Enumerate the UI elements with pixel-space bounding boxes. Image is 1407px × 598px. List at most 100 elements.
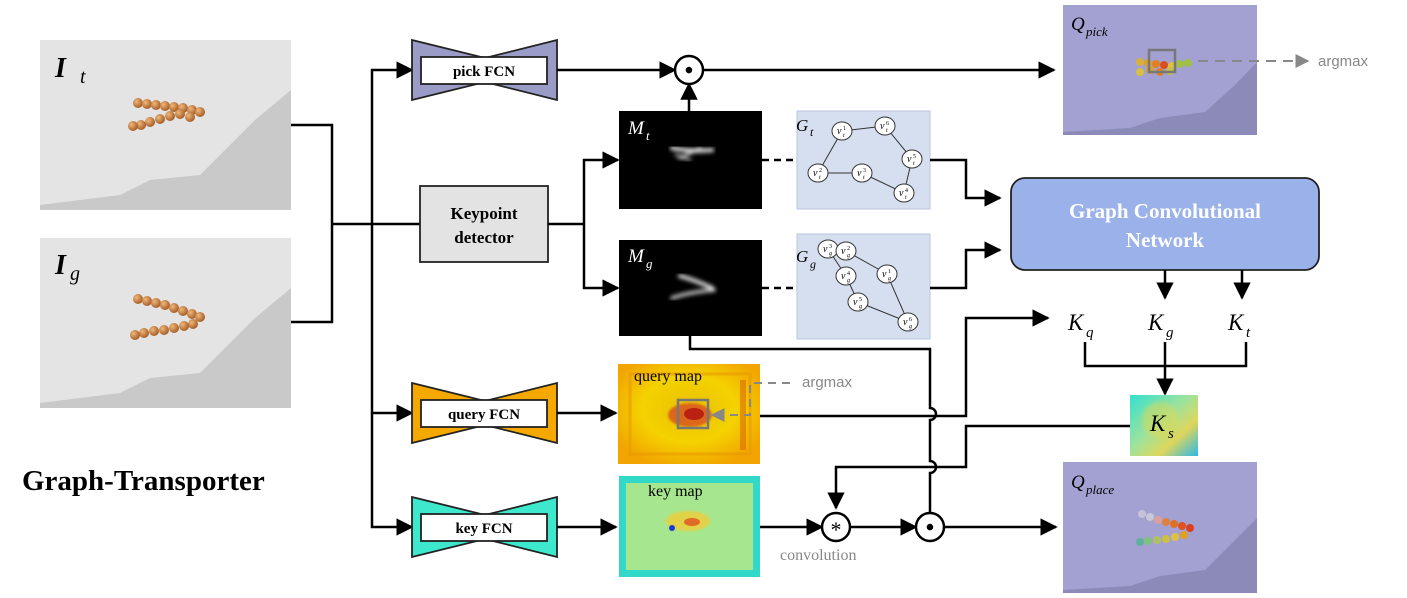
gt-node-sup: 1 (843, 126, 846, 132)
kt-label: K (1227, 310, 1245, 335)
kq-subscript: q (1086, 325, 1094, 341)
kg-subscript: g (1166, 325, 1174, 341)
gt-node-base: v (880, 121, 885, 132)
q-pick-label: Q (1071, 14, 1085, 35)
kernel-kg: K g (1147, 310, 1174, 341)
q-place-label: Q (1071, 472, 1085, 493)
gt-node-sub: t (905, 195, 907, 201)
mg-heatmap: M g (619, 240, 762, 336)
gcn-block: Graph Convolutional Network (1010, 177, 1320, 271)
gcn-output-connectors (1156, 270, 1251, 300)
conv-op: * convolution (780, 511, 856, 564)
gg-label: G (796, 247, 808, 266)
goal-image-subscript: g (70, 263, 80, 285)
gg-node-sup: 2 (847, 246, 850, 252)
keypoint-connectors (548, 151, 620, 297)
gt-node-sub: t (843, 133, 845, 139)
gg-node-base: v (823, 244, 828, 255)
gt-subscript: t (810, 125, 814, 139)
gg-node-base: v (882, 269, 887, 280)
key-map: key map (619, 476, 760, 577)
gt-node-sub: t (819, 175, 821, 181)
gt-node-sup: 4 (905, 188, 908, 194)
gt-node-sub: t (913, 161, 915, 167)
mg-subscript: g (646, 256, 653, 271)
gg-node-sub: g (888, 276, 891, 282)
argmax-pick: argmax (1198, 53, 1369, 70)
gg-node-sup: 1 (888, 269, 891, 275)
argmax-pick-label: argmax (1318, 53, 1369, 70)
gt-node-sup: 5 (913, 154, 916, 160)
gg-node-sup: 5 (859, 297, 862, 303)
hadamard-place-symbol: • (926, 515, 934, 541)
gg-node-sub: g (909, 324, 912, 330)
gt-node-base: v (907, 154, 912, 165)
mt-heatmap: M t (619, 111, 762, 209)
kernel-kt: K t (1227, 310, 1251, 341)
mg-label: M (627, 246, 645, 267)
hadamard-pick-symbol: • (685, 58, 693, 84)
gg-node-base: v (903, 317, 908, 328)
q-place-map: Q place (1063, 462, 1257, 593)
current-image-subscript: t (80, 66, 86, 88)
gt-node-base: v (837, 126, 842, 137)
argmax-query-label: argmax (802, 374, 853, 391)
key-fcn-block: key FCN (411, 495, 558, 559)
key-map-label: key map (648, 483, 703, 500)
input-connectors (291, 61, 420, 536)
gg-node-sup: 3 (829, 244, 832, 250)
mt-subscript: t (646, 128, 650, 143)
convolution-label: convolution (780, 547, 856, 564)
kernel-ks: K s (1130, 395, 1198, 456)
query-map: query map (618, 364, 760, 464)
hadamard-op-pick: • (673, 54, 705, 86)
key-fcn-label: key FCN (455, 521, 512, 537)
gg-node-base: v (841, 271, 846, 282)
gt-label: G (796, 116, 808, 135)
kg-label: K (1147, 310, 1165, 335)
hadamard-op-place: • (914, 511, 946, 543)
gt-node-sub: t (863, 175, 865, 181)
gg-node-sub: g (847, 278, 850, 284)
query-fcn-block: query FCN (411, 381, 558, 445)
gg-node-sub: g (829, 251, 832, 257)
graph-to-gcn-connectors (930, 158, 1002, 290)
gg-node-sub: g (859, 304, 862, 310)
gg-node-sub: g (847, 253, 850, 259)
argmax-query: argmax (710, 374, 853, 422)
conv-symbol: * (831, 517, 842, 542)
diagram-title: Graph-Transporter (22, 465, 265, 497)
gt-node-base: v (899, 188, 904, 199)
gcn-label-line2: Network (1126, 228, 1204, 252)
keypoint-label-line2: detector (454, 228, 514, 247)
main-flow-connectors (557, 61, 1130, 536)
keypoint-detector: Keypoint detector (419, 185, 549, 263)
kt-subscript: t (1246, 325, 1251, 341)
ks-subscript: s (1168, 426, 1174, 442)
q-pick-map: Q pick (1063, 5, 1257, 135)
gt-node-base: v (857, 168, 862, 179)
rope-beads-current (128, 98, 205, 131)
q-pick-subscript: pick (1085, 24, 1108, 39)
gg-node-sup: 4 (847, 271, 850, 277)
gg-node-base: v (841, 246, 846, 257)
gt-node-base: v (813, 168, 818, 179)
keypoint-label-line1: Keypoint (450, 204, 517, 223)
current-image-label: I (54, 53, 67, 84)
ks-label: K (1149, 411, 1167, 436)
q-place-subscript: place (1085, 482, 1114, 497)
kq-label: K (1067, 310, 1085, 335)
gg-node-base: v (853, 297, 858, 308)
kernel-kq: K q (1067, 310, 1094, 341)
